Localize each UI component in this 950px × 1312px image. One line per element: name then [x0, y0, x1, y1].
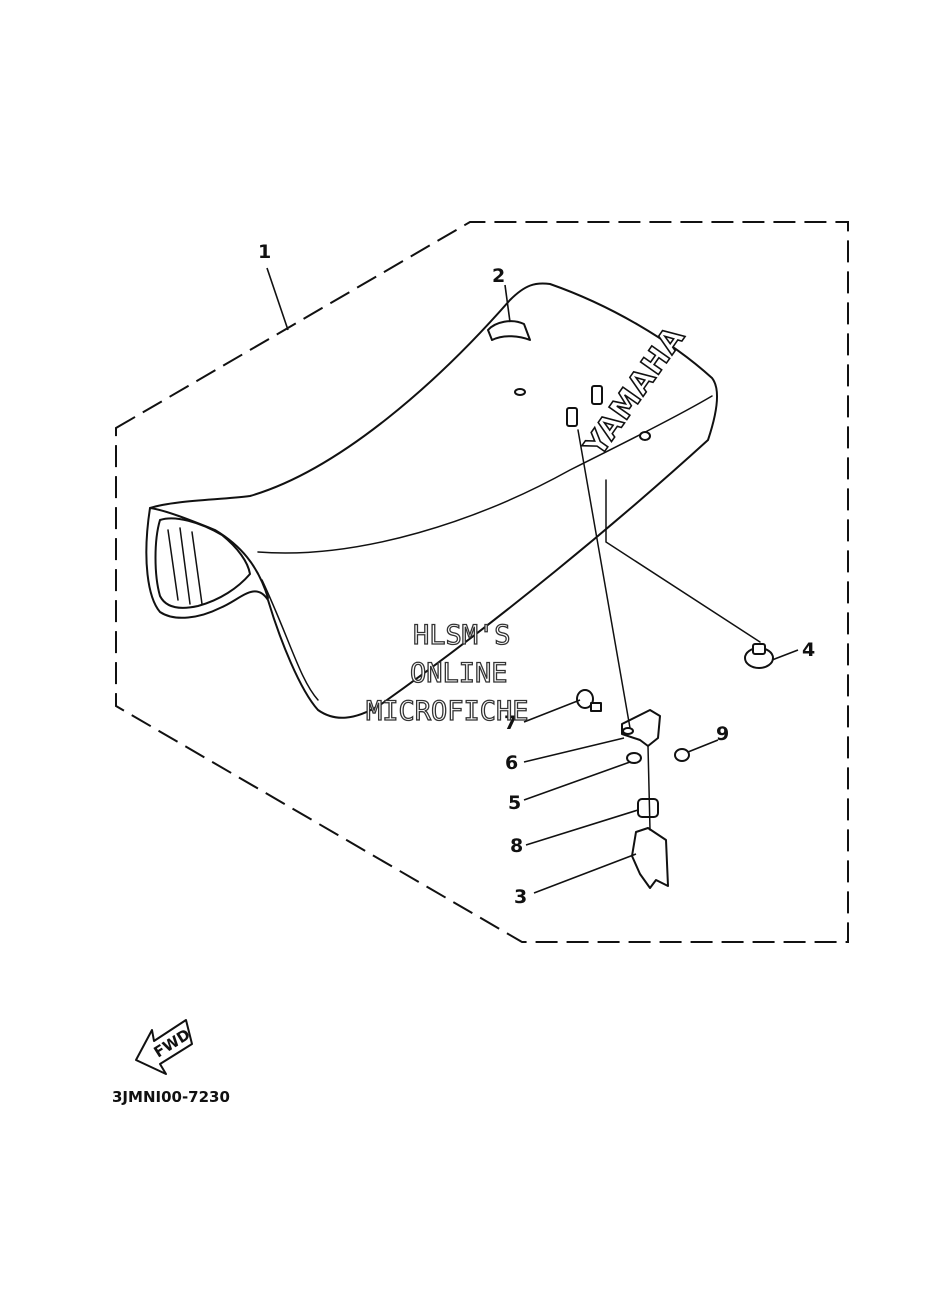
leader-8	[525, 809, 639, 846]
collar	[626, 752, 642, 764]
guide-line-seat-to-damper	[605, 479, 761, 643]
leader-4	[771, 649, 799, 661]
leader-2	[504, 284, 511, 323]
bracket-hole	[622, 727, 634, 735]
callout-2: 2	[492, 265, 505, 287]
seat-underside-opening	[154, 517, 251, 609]
watermark-line-3: MICROFICHE	[366, 696, 529, 727]
callout-5: 5	[508, 792, 521, 814]
seat-strap	[487, 320, 531, 341]
callout-9: 9	[716, 723, 729, 745]
callout-3: 3	[514, 886, 527, 908]
nut	[674, 748, 690, 762]
guide-line-seat-to-bracket	[577, 429, 631, 729]
seat-rear-hole	[639, 431, 651, 441]
callout-4: 4	[802, 639, 815, 661]
leader-3	[533, 853, 637, 894]
callout-1: 1	[258, 241, 271, 263]
catch-plate	[631, 827, 669, 889]
seat-assembly: YAMAHA	[145, 282, 718, 719]
guide-line-bracket-to-plate	[647, 745, 651, 831]
leader-7	[523, 699, 581, 723]
seat-damper	[744, 643, 774, 669]
callout-7: 7	[504, 712, 517, 734]
seat-lower-edge	[261, 579, 319, 701]
seat-stud-right	[591, 385, 603, 405]
callout-8: 8	[510, 835, 523, 857]
assembly-boundary	[115, 221, 849, 943]
leader-5	[523, 761, 631, 801]
seat-seam-line	[257, 395, 713, 554]
bolt	[576, 689, 602, 712]
seat-hole	[514, 388, 526, 396]
diagram-code: 3JMNI00-7230	[112, 1088, 230, 1106]
seat-underside-ribs	[167, 527, 203, 605]
spring	[637, 798, 659, 818]
leader-1	[266, 267, 289, 331]
callout-6: 6	[505, 752, 518, 774]
seat-body	[145, 282, 718, 719]
leader-6	[523, 737, 625, 763]
seat-stud-left	[566, 407, 578, 427]
seat-bracket	[621, 709, 661, 747]
leader-9	[687, 739, 719, 753]
watermark-line-1: HLSM'S	[413, 620, 511, 651]
watermark-line-2: ONLINE	[410, 658, 508, 689]
forward-arrow-icon: FWD	[135, 1019, 193, 1075]
